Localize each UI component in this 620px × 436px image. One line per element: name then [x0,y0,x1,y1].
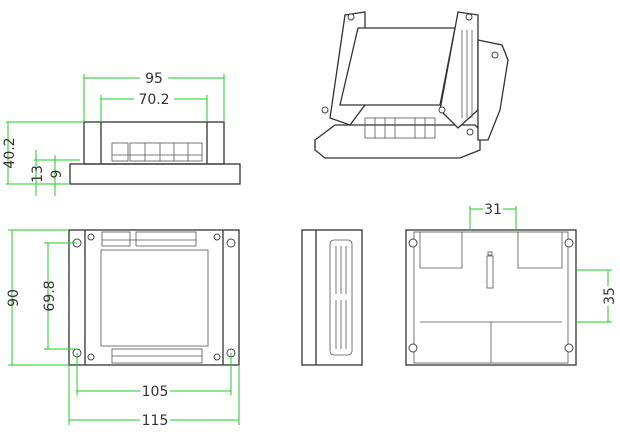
dim-label-35: 35 [602,287,618,305]
terminal-block-front [111,142,203,162]
dim-9: 9 [49,155,65,196]
dim-label-95: 95 [145,71,163,87]
dim-70-2: 70.2 [100,91,208,122]
dim-95: 95 [83,70,225,122]
dim-31: 31 [469,201,517,230]
top-plan-view: 90 69.8 105 115 [6,229,240,429]
dim-69-8: 69.8 [42,242,77,350]
dim-label-115: 115 [142,413,169,429]
dim-label-9: 9 [49,170,65,179]
dim-13: 13 [30,150,80,196]
terminal-strip-bottom [111,348,203,364]
bottom-view: 31 35 [405,201,618,366]
dim-label-40-2: 40.2 [2,137,18,168]
dim-40-2: 40.2 [2,121,84,185]
dim-115: 115 [68,365,240,429]
terminal-strip-top [101,231,197,247]
side-view [301,229,363,366]
front-elevation-view: 95 70.2 40.2 13 9 [2,70,241,196]
dim-105: 105 [76,353,232,400]
dim-label-13: 13 [30,165,46,183]
dim-label-105: 105 [142,384,169,400]
dim-label-69-8: 69.8 [42,280,58,311]
dim-35: 35 [576,269,618,323]
dim-90: 90 [6,229,69,366]
dim-label-90: 90 [6,289,22,307]
isometric-view [314,11,509,159]
dim-label-70-2: 70.2 [138,92,169,108]
dim-label-31: 31 [484,202,502,218]
